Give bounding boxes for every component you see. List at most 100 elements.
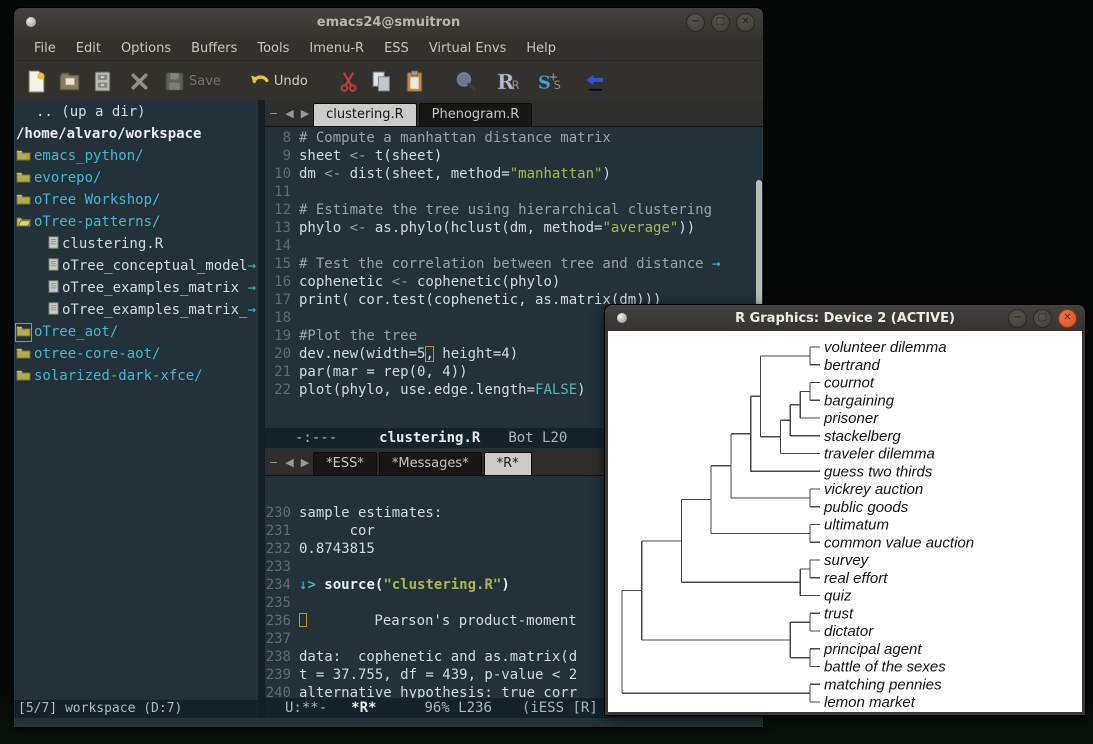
menu-bar: File Edit Options Buffers Tools Imenu-R ESS Vir… bbox=[14, 36, 763, 61]
line-number: 17 bbox=[274, 292, 291, 308]
folder-icon[interactable] bbox=[16, 192, 31, 209]
speedbar-item-emacs-python[interactable]: emacs_python/ bbox=[14, 145, 258, 167]
cut-button[interactable] bbox=[336, 66, 361, 96]
speedbar-item-otree-examples-matrix[interactable]: oTree_examples_matrix_→ bbox=[14, 299, 258, 321]
folder-icon[interactable] bbox=[16, 148, 31, 165]
r-graphics-titlebar[interactable]: R Graphics: Device 2 (ACTIVE) − □ ✕ bbox=[605, 305, 1085, 331]
modeline-flags: U:**- bbox=[285, 700, 328, 716]
buffer-tab-phenogram-r[interactable]: Phenogram.R bbox=[418, 103, 533, 126]
speedbar-item-otree-core-aot[interactable]: otree-core-aot/ bbox=[14, 343, 258, 365]
menu-edit[interactable]: Edit bbox=[75, 40, 101, 56]
speedbar-item-otree-workshop[interactable]: oTree Workshop/ bbox=[14, 189, 258, 211]
speedbar-item-otree-conceptual-model[interactable]: oTree_conceptual_model→ bbox=[14, 255, 258, 277]
buffer-tab-r[interactable]: *R* bbox=[483, 452, 532, 475]
buffer-tab-ess[interactable]: *ESS* bbox=[313, 452, 377, 475]
menu-file[interactable]: File bbox=[34, 40, 56, 56]
tab-scroll-left-icon[interactable]: ◀ bbox=[285, 106, 294, 120]
tab-scroll-right-icon[interactable]: ▶ bbox=[300, 106, 310, 120]
speedbar-item-evorepo[interactable]: evorepo/ bbox=[14, 167, 258, 189]
new-file-button[interactable] bbox=[24, 66, 49, 96]
line-number: 234 bbox=[265, 577, 291, 593]
speedbar-item-label: oTree_conceptual_model bbox=[62, 258, 248, 274]
line-number: 9 bbox=[282, 148, 291, 164]
line-number: 237 bbox=[265, 631, 291, 647]
folder-icon[interactable] bbox=[16, 368, 31, 385]
dired-icon bbox=[90, 69, 115, 94]
speedbar-item-solarized-dark-xfce[interactable]: solarized-dark-xfce/ bbox=[14, 365, 258, 387]
copy-button[interactable] bbox=[369, 66, 394, 96]
tab-scroll-left-icon[interactable]: ◀ bbox=[285, 455, 294, 469]
file-icon[interactable] bbox=[48, 235, 59, 253]
line-number: 11 bbox=[274, 184, 291, 200]
file-icon[interactable] bbox=[48, 279, 59, 297]
undo-button[interactable]: Undo bbox=[247, 66, 308, 96]
buffer-tab-clustering-r[interactable]: clustering.R bbox=[313, 103, 417, 126]
code-line-19: 19#Plot the tree bbox=[265, 328, 763, 346]
tip-label-ultimatum: ultimatum bbox=[824, 517, 889, 534]
menu-tools[interactable]: Tools bbox=[257, 40, 290, 56]
folder-icon[interactable] bbox=[16, 346, 31, 363]
paste-button[interactable] bbox=[402, 66, 427, 96]
minimize-button[interactable]: − bbox=[1008, 309, 1027, 328]
line-number: 22 bbox=[274, 382, 291, 398]
close-buffer-button[interactable] bbox=[127, 66, 152, 96]
tab-scroll-home-icon[interactable]: − bbox=[269, 106, 279, 120]
file-icon[interactable] bbox=[48, 257, 59, 275]
close-button[interactable]: ✕ bbox=[736, 13, 755, 32]
close-buffer-icon bbox=[127, 69, 152, 94]
switch-process-button[interactable] bbox=[582, 66, 607, 96]
speedbar-item-otree-examples-matrix[interactable]: oTree_examples_matrix→ bbox=[14, 277, 258, 299]
line-number: 230 bbox=[265, 505, 291, 521]
paste-icon bbox=[402, 69, 427, 94]
svg-text:S: S bbox=[538, 72, 551, 93]
minimize-button[interactable]: − bbox=[686, 13, 705, 32]
maximize-button[interactable]: □ bbox=[1033, 309, 1052, 328]
speedbar-item-otree-aot[interactable]: oTree_aot/ bbox=[14, 321, 258, 343]
speedbar-item-label: oTree Workshop/ bbox=[34, 192, 161, 208]
dired-button[interactable] bbox=[90, 66, 115, 96]
speedbar-up-dir[interactable]: .. (up a dir) bbox=[36, 104, 146, 120]
maximize-button[interactable]: □ bbox=[711, 13, 730, 32]
menu-help[interactable]: Help bbox=[526, 40, 556, 56]
tip-label-prisoner: prisoner bbox=[823, 410, 879, 427]
search-button[interactable] bbox=[453, 66, 478, 96]
line-number: 231 bbox=[265, 523, 291, 539]
copy-icon bbox=[369, 69, 394, 94]
folder-icon[interactable] bbox=[15, 322, 32, 342]
emacs-titlebar[interactable]: emacs24@smuitron − □ ✕ bbox=[14, 8, 763, 36]
buffer-tab-messages[interactable]: *Messages* bbox=[378, 452, 482, 475]
undo-label: Undo bbox=[273, 73, 308, 89]
truncation-arrow-icon: → bbox=[247, 280, 256, 296]
open-folder-icon[interactable] bbox=[16, 214, 32, 231]
console-line-234: 234↓> source("clustering.R") bbox=[265, 577, 510, 593]
open-file-button[interactable] bbox=[57, 66, 82, 96]
tab-scroll-right-icon[interactable]: ▶ bbox=[300, 455, 310, 469]
close-button[interactable]: ✕ bbox=[1058, 309, 1077, 328]
menu-options[interactable]: Options bbox=[120, 40, 172, 56]
speedbar-path: /home/alvaro/workspace bbox=[16, 126, 202, 142]
tip-label-survey: survey bbox=[824, 552, 870, 569]
speedbar-item-otree-patterns[interactable]: oTree-patterns/ bbox=[14, 211, 258, 233]
emacs-window: emacs24@smuitron − □ ✕ File Edit Options Bu… bbox=[14, 8, 763, 727]
tab-scroll-home-icon[interactable]: − bbox=[269, 455, 279, 469]
menu-virtual-envs[interactable]: Virtual Envs bbox=[428, 40, 507, 56]
console-line-235: 235 bbox=[265, 595, 763, 613]
speedbar-item-clustering-r[interactable]: clustering.R bbox=[14, 233, 258, 255]
splus-session-button[interactable]: S+S bbox=[537, 66, 562, 96]
tip-label-quiz: quiz bbox=[824, 588, 852, 605]
folder-icon[interactable] bbox=[16, 170, 31, 187]
tip-label-matching-pennies: matching pennies bbox=[824, 676, 942, 693]
tip-label-common-value-auction: common value auction bbox=[824, 534, 974, 551]
tip-label-lemon-market: lemon market bbox=[824, 694, 916, 711]
r-graphics-window: R Graphics: Device 2 (ACTIVE) − □ ✕ volu… bbox=[605, 305, 1085, 715]
menu-ess[interactable]: ESS bbox=[384, 40, 409, 56]
menu-imenu-r[interactable]: Imenu-R bbox=[309, 40, 365, 56]
menu-buffers[interactable]: Buffers bbox=[191, 40, 238, 56]
file-icon[interactable] bbox=[48, 301, 59, 319]
line-number: 235 bbox=[265, 595, 291, 611]
